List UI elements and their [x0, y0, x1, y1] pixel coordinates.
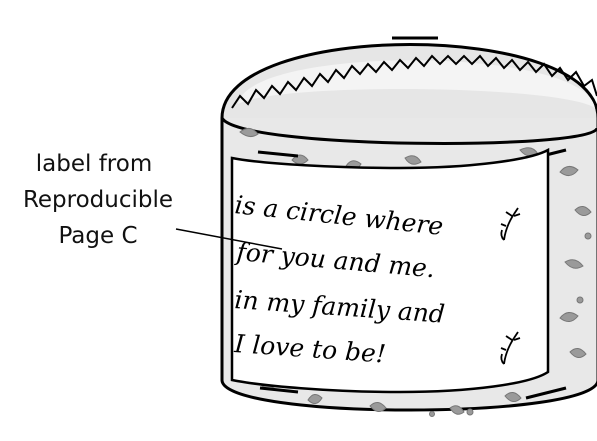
callout-line-3: Page C	[58, 223, 137, 249]
callout-line-1: label from	[36, 151, 152, 177]
callout-line-2: Reproducible	[23, 187, 173, 213]
